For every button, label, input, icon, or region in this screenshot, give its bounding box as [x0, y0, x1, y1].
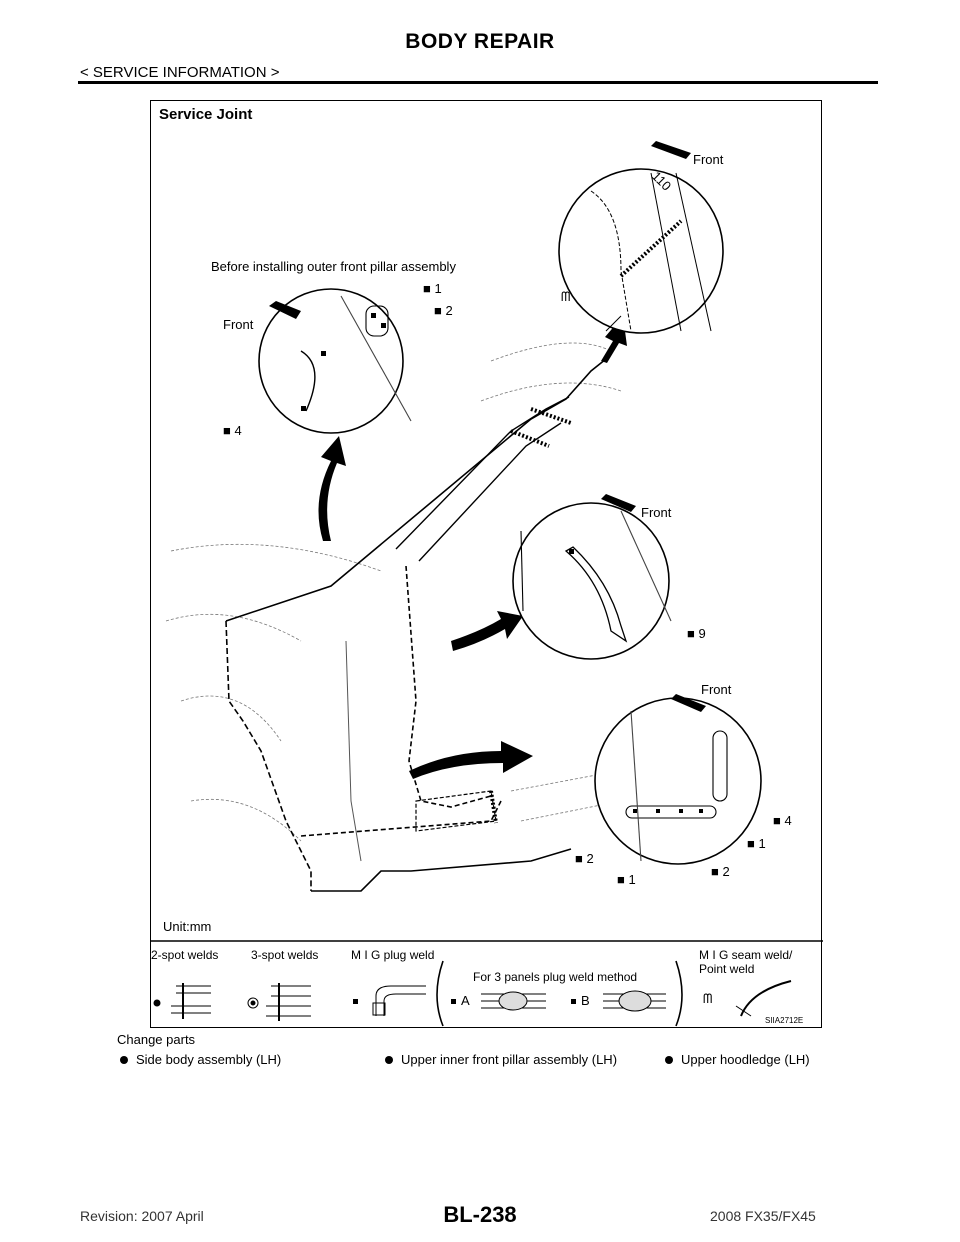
callout-9: ■ 9: [687, 626, 706, 641]
figure-code: SIIA2712E: [765, 1016, 803, 1025]
model-label: 2008 FX35/FX45: [710, 1208, 816, 1224]
side-body-outline: [225, 358, 607, 892]
sill-seam: [415, 790, 498, 832]
callout-1-top: ■ 1: [423, 281, 442, 296]
front-label-low: Front: [701, 682, 732, 697]
legend-b: B: [581, 993, 590, 1008]
illustration: Service Joint: [151, 106, 823, 1027]
legend-3-spot: 3-spot welds: [251, 948, 318, 962]
callout-4-left: ■ 4: [223, 423, 242, 438]
change-part-item: Upper hoodledge (LH): [665, 1052, 810, 1067]
section-label: < SERVICE INFORMATION >: [80, 64, 280, 81]
change-part-item: Side body assembly (LH): [120, 1052, 281, 1067]
detail-top-right: Front 110 ᗰ: [558, 141, 724, 334]
bullet-icon: [665, 1055, 673, 1064]
change-part-label: Side body assembly (LH): [136, 1052, 282, 1067]
service-joint-figure: Service Joint: [150, 100, 823, 1028]
weld-legend: 2-spot welds 3-spot welds M I G plug wel…: [151, 948, 803, 1027]
legend-2-spot: 2-spot welds: [151, 948, 218, 962]
change-part-label: Upper hoodledge (LH): [681, 1052, 810, 1067]
bullet-icon: [385, 1055, 393, 1064]
front-pillar: [395, 396, 572, 562]
detail-upper-left: Front Before installing outer front pill…: [211, 259, 456, 438]
figure-title: Service Joint: [159, 106, 252, 123]
legend-seam-1: M I G seam weld/: [699, 948, 793, 962]
legend-seam-symbol: ᗰ: [703, 991, 712, 1006]
change-part-label: Upper inner front pillar assembly (LH): [401, 1052, 618, 1067]
legend-mig-plug: M I G plug weld: [351, 948, 434, 962]
change-parts-caption: Change parts: [117, 1032, 196, 1047]
callout-1-low-left: ■ 1: [617, 872, 636, 887]
seam-symbol-top: ᗰ: [561, 289, 570, 304]
callout-2-low-left: ■ 2: [575, 851, 594, 866]
direction-arrows: [318, 316, 627, 779]
callout-2-top: ■ 2: [434, 303, 453, 318]
before-note: Before installing outer front pillar ass…: [211, 259, 456, 274]
revision-label: Revision: 2007 April: [80, 1208, 204, 1224]
bullet-icon: [120, 1055, 128, 1064]
front-label-mid: Front: [641, 505, 672, 520]
header-rule: [78, 81, 878, 84]
legend-three-panels: For 3 panels plug weld method: [473, 970, 637, 984]
detail-lower-right: Front ■ 4 ■ 1 ■ 2 ■ 2 ■ 1: [575, 682, 792, 887]
callout-4-low: ■ 4: [773, 813, 792, 828]
page-number: BL-238: [443, 1202, 517, 1227]
detail-middle-right: Front ■ 9: [512, 494, 706, 660]
front-label-left: Front: [223, 317, 254, 332]
callout-1-low-right: ■ 1: [747, 836, 766, 851]
change-part-item: Upper inner front pillar assembly (LH): [385, 1052, 617, 1067]
legend-seam-2: Point weld: [699, 962, 754, 976]
page-title: BODY REPAIR: [405, 30, 555, 53]
callout-2-low-right: ■ 2: [711, 864, 730, 879]
unit-label: Unit:mm: [163, 919, 211, 934]
front-label-top: Front: [693, 152, 724, 167]
legend-a: A: [461, 993, 470, 1008]
